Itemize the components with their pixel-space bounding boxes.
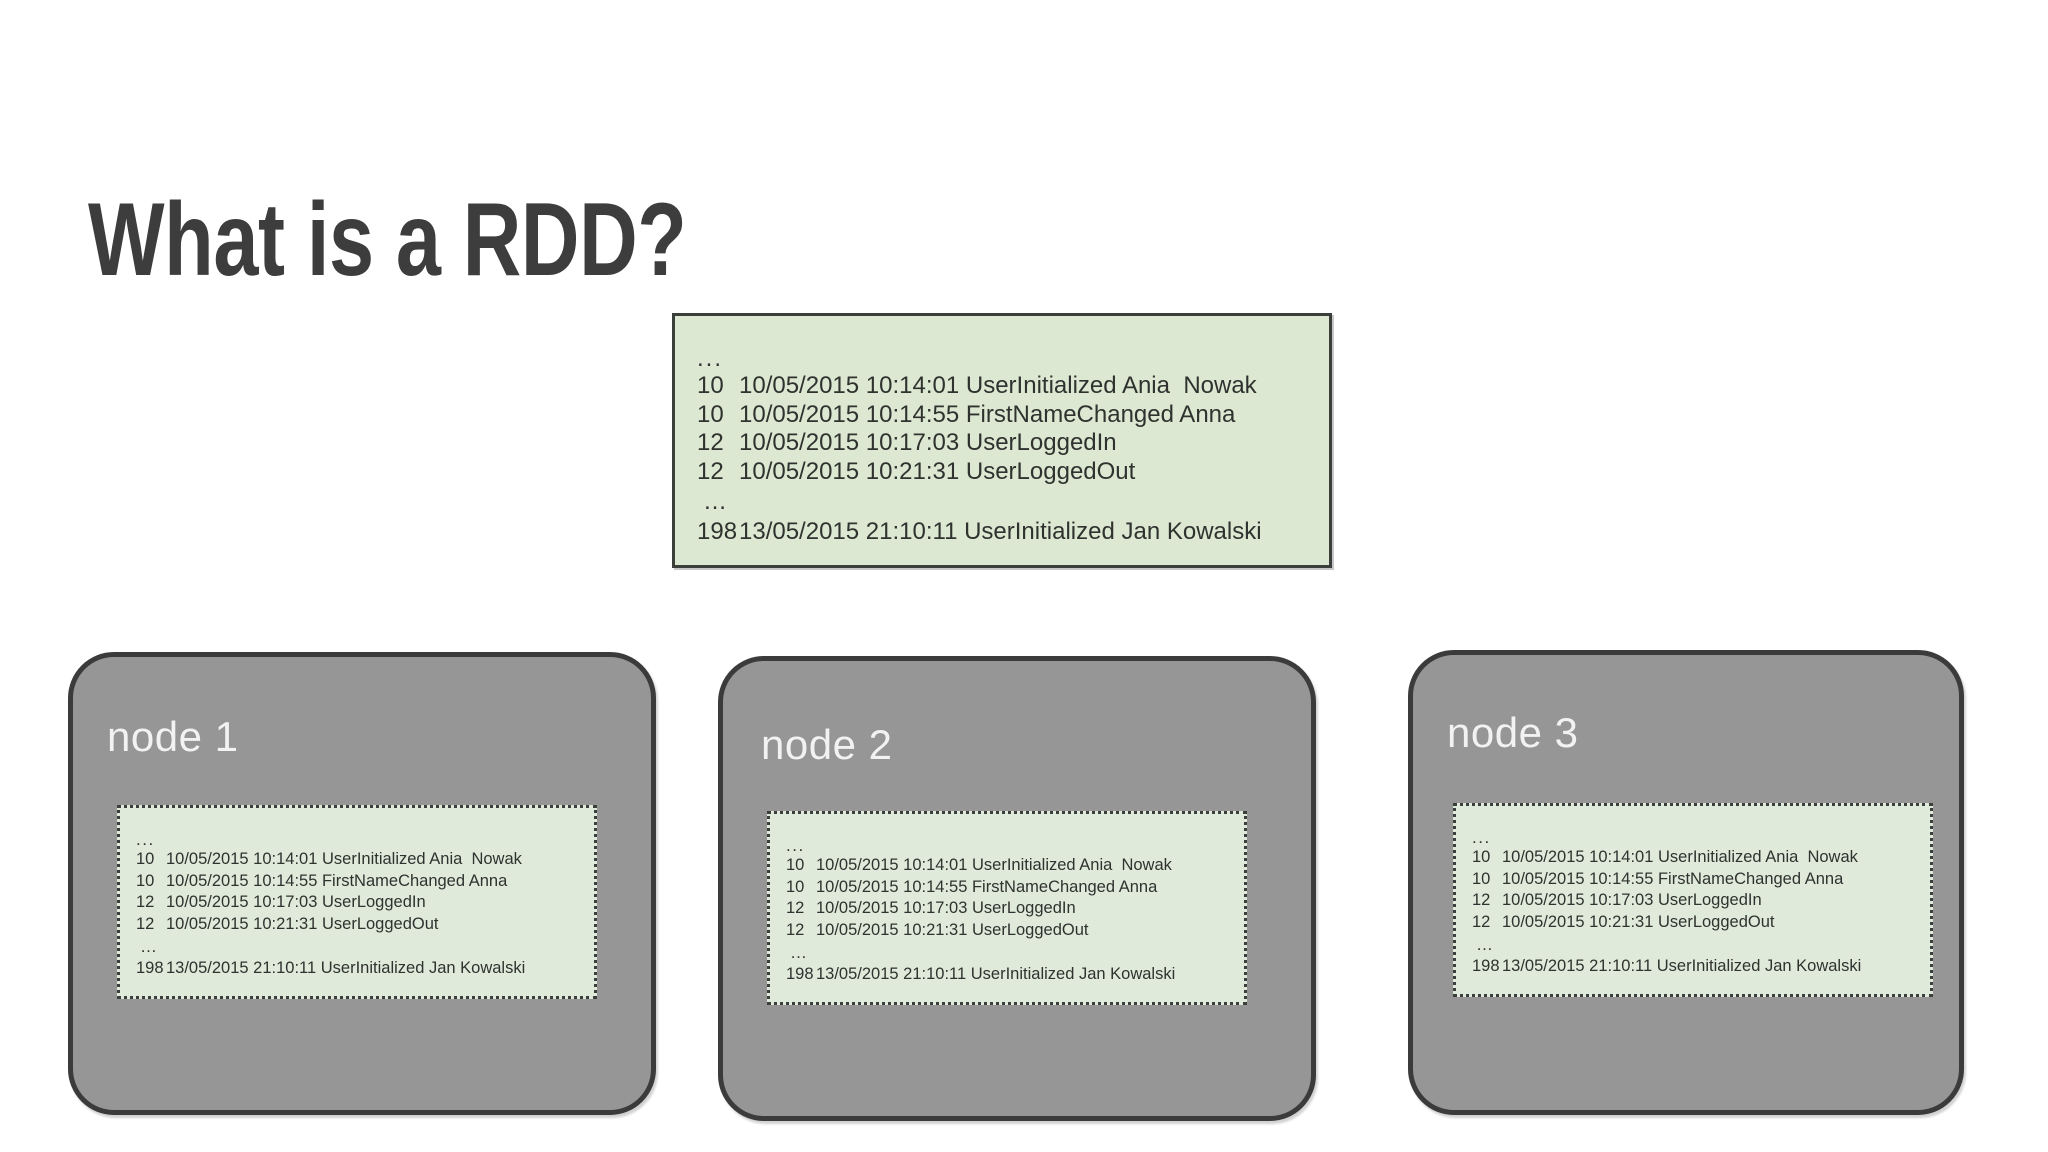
log-line: 10 10/05/2015 10:14:55 FirstNameChanged A… <box>136 871 588 893</box>
log-line-id: 10 <box>1472 848 1491 866</box>
log-line-id: 12 <box>697 429 724 456</box>
log-line: 12 10/05/2015 10:17:03 UserLoggedIn <box>136 892 588 914</box>
log-line-id: 198 <box>697 518 738 545</box>
log-line-id: 10 <box>136 850 155 868</box>
log-line-body: 10/05/2015 10:14:01 UserInitialized Ania… <box>166 850 522 868</box>
log-line: 12 10/05/2015 10:21:31 UserLoggedOut <box>786 920 1238 942</box>
log-line: 10 10/05/2015 10:14:55 FirstNameChanged A… <box>786 877 1238 899</box>
log-line-id: 10 <box>136 871 155 890</box>
log-line: 10 10/05/2015 10:14:01 UserInitialized An… <box>136 849 588 871</box>
log-ellipsis-middle: … <box>140 937 159 956</box>
log-line-id: 12 <box>786 899 805 917</box>
log-line: 10 10/05/2015 10:14:01 UserInitialized An… <box>786 855 1238 877</box>
log-line-id: 12 <box>136 893 155 911</box>
log-line-body: 10/05/2015 10:21:31 UserLoggedOut <box>166 914 439 933</box>
log-line-id: 10 <box>697 400 724 428</box>
log-line-id: 10 <box>786 856 805 874</box>
log-ellipsis-top: ... <box>136 830 155 849</box>
log-line-body: 13/05/2015 21:10:11 UserInitialized Jan … <box>739 518 1262 545</box>
log-ellipsis-top: ... <box>697 345 724 372</box>
log-line-body: 10/05/2015 10:17:03 UserLoggedIn <box>166 893 426 911</box>
log-line: 10 10/05/2015 10:14:55 FirstNameChanged A… <box>1472 869 1924 891</box>
log-line-body: 10/05/2015 10:21:31 UserLoggedOut <box>739 457 1136 485</box>
log-line: 12 10/05/2015 10:17:03 UserLoggedIn <box>1472 890 1924 912</box>
log-ellipsis-top: ... <box>1472 828 1491 847</box>
log-line-id: 198 <box>786 965 814 983</box>
log-line-id: 198 <box>136 959 164 977</box>
log-line-id: 10 <box>786 877 805 896</box>
node-label-1: node 1 <box>107 713 239 760</box>
page-title: What is a RDD? <box>88 181 687 298</box>
log-line-id: 12 <box>1472 891 1491 909</box>
log-line: 12 10/05/2015 10:21:31 UserLoggedOut <box>1472 912 1924 934</box>
log-line-body: 10/05/2015 10:14:01 UserInitialized Ania… <box>816 856 1172 874</box>
log-line-id: 10 <box>1472 869 1491 888</box>
log-line: 12 10/05/2015 10:21:31 UserLoggedOut <box>697 458 1321 487</box>
log-line-body: 10/05/2015 10:21:31 UserLoggedOut <box>816 920 1089 939</box>
log-line: 10 10/05/2015 10:14:01 UserInitialized An… <box>1472 847 1924 869</box>
log-line-body: 10/05/2015 10:14:55 FirstNameChanged Ann… <box>739 400 1236 428</box>
log-ellipsis-middle: … <box>1476 935 1495 954</box>
log-line: 19813/05/2015 21:10:11 UserInitialized J… <box>697 518 1321 547</box>
log-ellipsis-middle: … <box>790 943 809 962</box>
log-line-body: 13/05/2015 21:10:11 UserInitialized Jan … <box>166 959 526 977</box>
log-line-body: 10/05/2015 10:14:55 FirstNameChanged Ann… <box>166 871 508 890</box>
log-line-id: 10 <box>697 372 724 399</box>
log-line-id: 12 <box>786 920 805 939</box>
node-label-3: node 3 <box>1447 709 1579 756</box>
log-line-id: 12 <box>136 914 155 933</box>
log-line-body: 10/05/2015 10:14:01 UserInitialized Ania… <box>1502 848 1858 866</box>
log-line: 12 10/05/2015 10:21:31 UserLoggedOut <box>136 914 588 936</box>
log-line-id: 12 <box>697 457 724 485</box>
log-ellipsis-top: ... <box>786 836 805 855</box>
log-line-body: 13/05/2015 21:10:11 UserInitialized Jan … <box>1502 957 1862 975</box>
log-line-body: 10/05/2015 10:14:55 FirstNameChanged Ann… <box>816 877 1158 896</box>
log-line-body: 13/05/2015 21:10:11 UserInitialized Jan … <box>816 965 1176 983</box>
log-line-body: 10/05/2015 10:21:31 UserLoggedOut <box>1502 912 1775 931</box>
log-line-body: 10/05/2015 10:17:03 UserLoggedIn <box>739 429 1117 456</box>
log-line: 12 10/05/2015 10:17:03 UserLoggedIn <box>786 898 1238 920</box>
log-line-body: 10/05/2015 10:17:03 UserLoggedIn <box>1502 891 1762 909</box>
log-line: 10 10/05/2015 10:14:55 FirstNameChanged A… <box>697 401 1321 430</box>
log-ellipsis-middle: … <box>703 488 729 515</box>
log-line-id: 198 <box>1472 957 1500 975</box>
log-line: 10 10/05/2015 10:14:01 UserInitialized An… <box>697 372 1321 401</box>
log-line: 12 10/05/2015 10:17:03 UserLoggedIn <box>697 429 1321 458</box>
node-label-2: node 2 <box>761 721 893 768</box>
log-line-body: 10/05/2015 10:17:03 UserLoggedIn <box>816 899 1076 917</box>
log-line-body: 10/05/2015 10:14:55 FirstNameChanged Ann… <box>1502 869 1844 888</box>
log-line-body: 10/05/2015 10:14:01 UserInitialized Ania… <box>739 372 1257 399</box>
log-line-id: 12 <box>1472 912 1491 931</box>
